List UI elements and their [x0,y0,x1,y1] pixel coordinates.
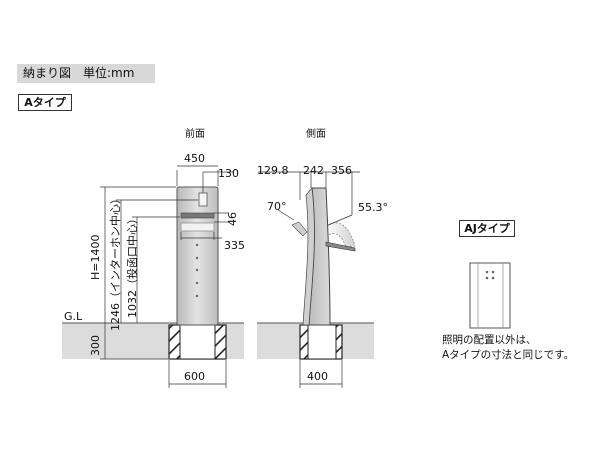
dim-slot-gap-46: 46 [226,212,239,226]
side-view-label: 側面 [306,127,326,140]
front-post-base [179,324,216,360]
dim-foundation-width-600: 600 [184,370,205,383]
angle-55-3: 55.3° [358,201,388,214]
front-view-label: 前面 [185,127,205,140]
dim-side-129-8: 129.8 [257,164,289,177]
aj-note: 照明の配置以外は、 Aタイプの寸法と同じです。 [442,333,574,363]
mail-slot [180,212,215,219]
dim-side-foundation-400: 400 [307,370,328,383]
angle-70: 70° [267,200,287,213]
side-post-base [307,324,337,360]
dim-slot-width-335: 335 [224,239,245,252]
aj-type-illustration [469,262,511,329]
front-post-body [176,186,219,326]
dim-foundation-depth-300: 300 [89,335,102,356]
dim-height-1400: H=1400 [89,235,102,280]
side-view: 129.8 242 356 70° 55.3° 400 [257,164,388,388]
front-view: 450 130 46 335 H=1400 1246（インターホン中心） 103… [89,152,245,388]
intercom-unit [198,192,208,207]
dim-slot-center-1032: 1032（投函口中心） [125,213,139,318]
dim-side-356: 356 [331,164,352,177]
mail-slot-lid [180,222,215,232]
drawing-header: 納まり図 単位:mm [17,64,155,83]
aj-note-line1: 照明の配置以外は、 [442,334,537,346]
aj-type-tag: AJタイプ [459,220,515,237]
aj-light-dots [485,270,495,280]
aj-note-line2: Aタイプの寸法と同じです。 [442,349,575,361]
dim-sensor-130: 130 [218,167,239,180]
dim-intercom-center-1246: 1246（インターホン中心） [109,193,122,331]
a-type-tag: Aタイプ [18,94,72,111]
ground-label: G.L [64,310,83,323]
light-dots [195,243,199,298]
dim-side-242: 242 [303,164,324,177]
dim-width-450: 450 [184,152,205,165]
